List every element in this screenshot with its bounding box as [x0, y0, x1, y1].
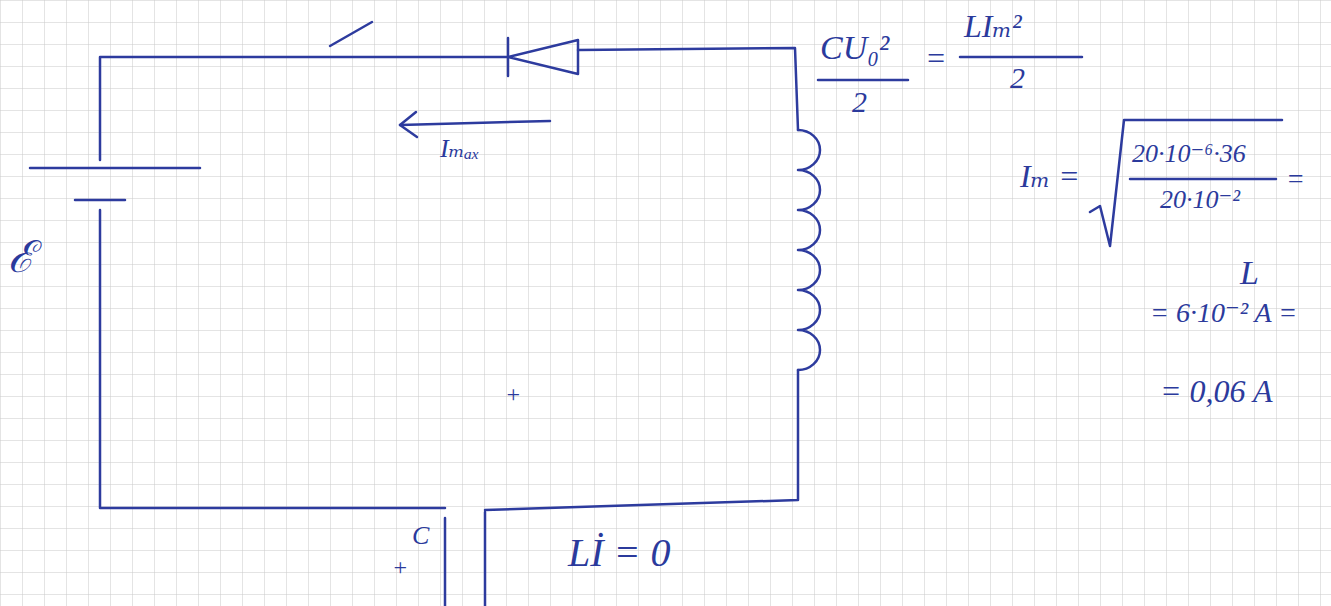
label-text: ℰ — [8, 235, 35, 281]
label-text: = — [925, 42, 947, 76]
label-text: CU₀² — [820, 30, 889, 66]
fraction-bar — [1130, 178, 1276, 181]
arrow-head — [400, 112, 417, 137]
wire — [485, 370, 798, 510]
label-text: Iₘₐₓ — [440, 135, 480, 162]
capacitor-plate — [484, 512, 487, 606]
fraction-bar — [960, 56, 1082, 59]
label-text: 20·10⁻⁶·36 — [1132, 140, 1246, 167]
label-text: Lİ = 0 — [568, 532, 671, 574]
label-text: 2 — [1010, 62, 1025, 94]
label-text: L — [1240, 255, 1259, 291]
label-text: = — [1286, 164, 1305, 193]
label-text: + — [392, 555, 408, 580]
capacitor-plate — [444, 518, 447, 606]
label-text: = 0,06 A — [1160, 375, 1273, 409]
wire — [100, 210, 445, 508]
diode-symbol — [508, 40, 578, 74]
label-text: = 6·10⁻² A = — [1150, 298, 1297, 327]
label-text: 20·10⁻² — [1160, 186, 1240, 213]
label-text: C — [412, 522, 429, 549]
fraction-bar — [818, 79, 908, 82]
inductor-symbol — [798, 130, 820, 370]
label-text: LIₘ² — [964, 10, 1022, 44]
tick-mark — [330, 22, 372, 46]
current-arrow — [400, 121, 550, 125]
sqrt-sign — [1090, 120, 1282, 246]
label-text: 2 — [852, 86, 867, 118]
label-text: Iₘ = — [1020, 160, 1080, 194]
label-text: + — [505, 382, 521, 407]
wire — [578, 48, 798, 130]
battery-plate — [75, 199, 125, 202]
battery-plate — [30, 167, 200, 170]
